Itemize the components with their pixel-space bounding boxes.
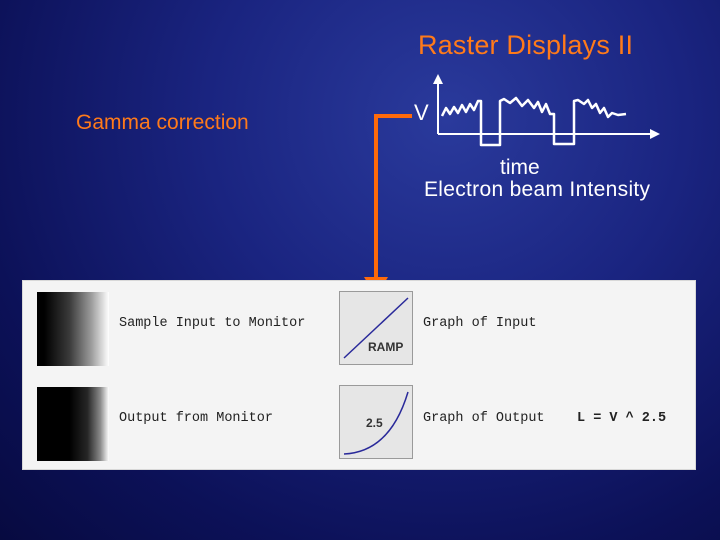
gamma-curve — [343, 391, 409, 455]
input-graph-caption: Graph of Input — [423, 316, 537, 331]
intensity-caption: Electron beam Intensity — [424, 178, 651, 201]
gamma-tag: 2.5 — [366, 416, 383, 430]
gamma-correction-label: Gamma correction — [76, 111, 249, 134]
ramp-tag: RAMP — [368, 340, 404, 354]
slide-title: Raster Displays II — [418, 30, 634, 60]
ramp-graph: RAMP — [339, 291, 413, 365]
axis-label-v: V — [414, 100, 429, 125]
time-axis-label: time — [500, 156, 540, 179]
gamma-graph: 2.5 — [339, 385, 413, 459]
output-graph-caption: Graph of Output — [423, 411, 545, 426]
connector-arrow-line — [374, 114, 412, 282]
beam-intensity-waveform — [440, 96, 627, 147]
ramp-curve — [343, 297, 409, 359]
output-gradient-swatch — [37, 387, 109, 461]
sample-input-label: Sample Input to Monitor — [119, 316, 306, 331]
time-axis-arrowhead — [650, 129, 660, 139]
monitor-output-label: Output from Monitor — [119, 411, 273, 426]
gamma-panel: Sample Input to Monitor RAMP Graph of In… — [22, 280, 696, 470]
v-axis-arrowhead — [433, 74, 443, 84]
input-gradient-swatch — [37, 292, 109, 366]
gamma-formula: L = V ^ 2.5 — [577, 411, 667, 426]
